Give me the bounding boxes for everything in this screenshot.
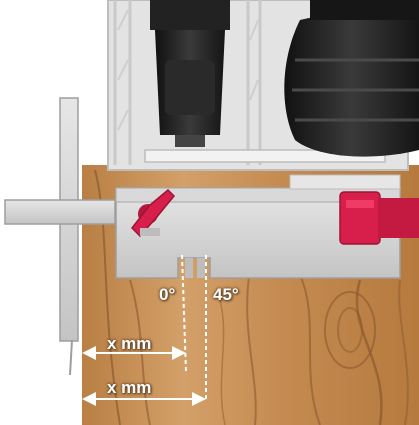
red-depth-lever (339, 191, 419, 245)
red-wing-knob (131, 188, 176, 238)
angle-label-45: 45° (213, 285, 239, 304)
cut-line-0-degree (181, 254, 187, 373)
distance-label-45: x mm (107, 378, 152, 397)
base-plate (115, 174, 401, 279)
parallel-guide (4, 97, 116, 376)
measure-arrow-45 (82, 392, 206, 406)
distance-label-0: x mm (107, 334, 152, 353)
angle-label-0: 0° (159, 285, 176, 304)
measure-arrow-0 (82, 346, 186, 360)
saw-motor (284, 0, 419, 157)
saw-handle (150, 0, 230, 147)
